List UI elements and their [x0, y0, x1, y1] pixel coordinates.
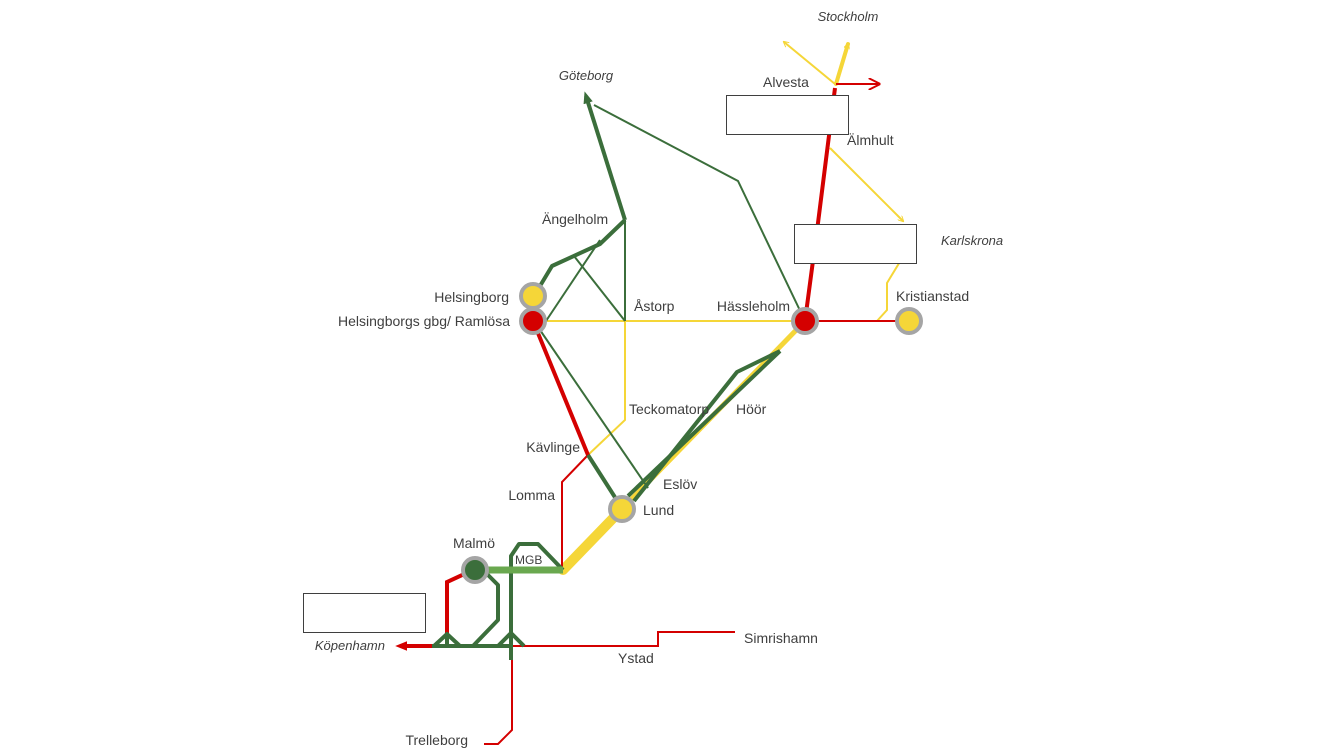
station-labels: Stockholm Göteborg Alvesta Älmhult Karls…	[315, 9, 1003, 748]
line-mgb-loop	[509, 542, 565, 646]
line-goteborg-angelholm	[583, 91, 627, 221]
red-thin-lines	[484, 84, 908, 745]
label-lund: Lund	[643, 502, 674, 518]
label-angelholm: Ängelholm	[542, 211, 608, 227]
line-alvesta-vaxjo	[784, 42, 836, 85]
line-trelleborg	[484, 646, 513, 745]
label-trelleborg: Trelleborg	[405, 732, 468, 748]
label-almhult: Älmhult	[847, 132, 894, 148]
label-ystad: Ystad	[618, 650, 654, 666]
label-kavlinge: Kävlinge	[526, 439, 580, 455]
label-helsingborg: Helsingborg	[434, 289, 509, 305]
line-alvesta-stockholm-yellow	[834, 44, 850, 86]
label-teckomatorp: Teckomatorp	[629, 401, 709, 417]
label-eslov: Eslöv	[663, 476, 697, 492]
label-lomma: Lomma	[508, 487, 555, 503]
blank-boxes	[303, 95, 917, 633]
blank-box-kopenhamn	[303, 593, 426, 633]
label-karlskrona: Karlskrona	[941, 233, 1003, 248]
line-simrishamn-ystad	[512, 631, 735, 647]
node-kristianstad	[895, 307, 923, 335]
line-malmo-south-loop	[445, 568, 500, 648]
line-angelholm-helsingborg	[538, 218, 627, 288]
label-kopenhamn: Köpenhamn	[315, 638, 385, 653]
label-ramlosa: Helsingborgs gbg/ Ramlösa	[338, 313, 510, 329]
node-ramlosa	[519, 307, 547, 335]
line-lund-hassleholm-green-a	[626, 349, 782, 498]
line-lund-hassleholm-green-b	[632, 349, 781, 503]
line-malmo-triangle-left	[432, 632, 462, 648]
line-ramlosa-kavlinge-red	[531, 320, 590, 456]
line-kavlinge-malmo-lomma	[561, 454, 589, 572]
label-goteborg: Göteborg	[559, 68, 614, 83]
station-nodes	[461, 282, 923, 584]
label-astorp: Åstorp	[634, 298, 675, 314]
green-thin-lines	[539, 104, 806, 489]
line-malmo-lund-yellow	[558, 504, 627, 575]
line-goteborg-hassleholm	[593, 104, 806, 322]
node-malmo	[461, 556, 489, 584]
label-mgb: MGB	[515, 553, 542, 567]
green-thick-lines	[432, 91, 782, 660]
label-kristianstad: Kristianstad	[896, 288, 969, 304]
line-astorp-teckomatorp-green	[539, 239, 601, 331]
label-alvesta: Alvesta	[763, 74, 809, 90]
label-malmo: Malmö	[453, 535, 495, 551]
node-hassleholm	[791, 307, 819, 335]
label-hoor: Höör	[736, 401, 767, 417]
label-simrishamn: Simrishamn	[744, 630, 818, 646]
blank-box-karlskrona	[794, 224, 917, 264]
label-stockholm: Stockholm	[818, 9, 879, 24]
node-helsingborg	[519, 282, 547, 310]
node-lund	[608, 495, 636, 523]
label-hassleholm: Hässleholm	[717, 298, 790, 314]
line-ramlosa-eslov	[539, 329, 649, 489]
line-almhult-karlskrona	[829, 147, 903, 221]
line-malmo-triangle-right	[496, 631, 526, 648]
line-astorp-kavlinge	[587, 225, 626, 456]
line-kavlinge-lund-green	[586, 453, 620, 504]
blank-box-alvesta	[726, 95, 849, 135]
